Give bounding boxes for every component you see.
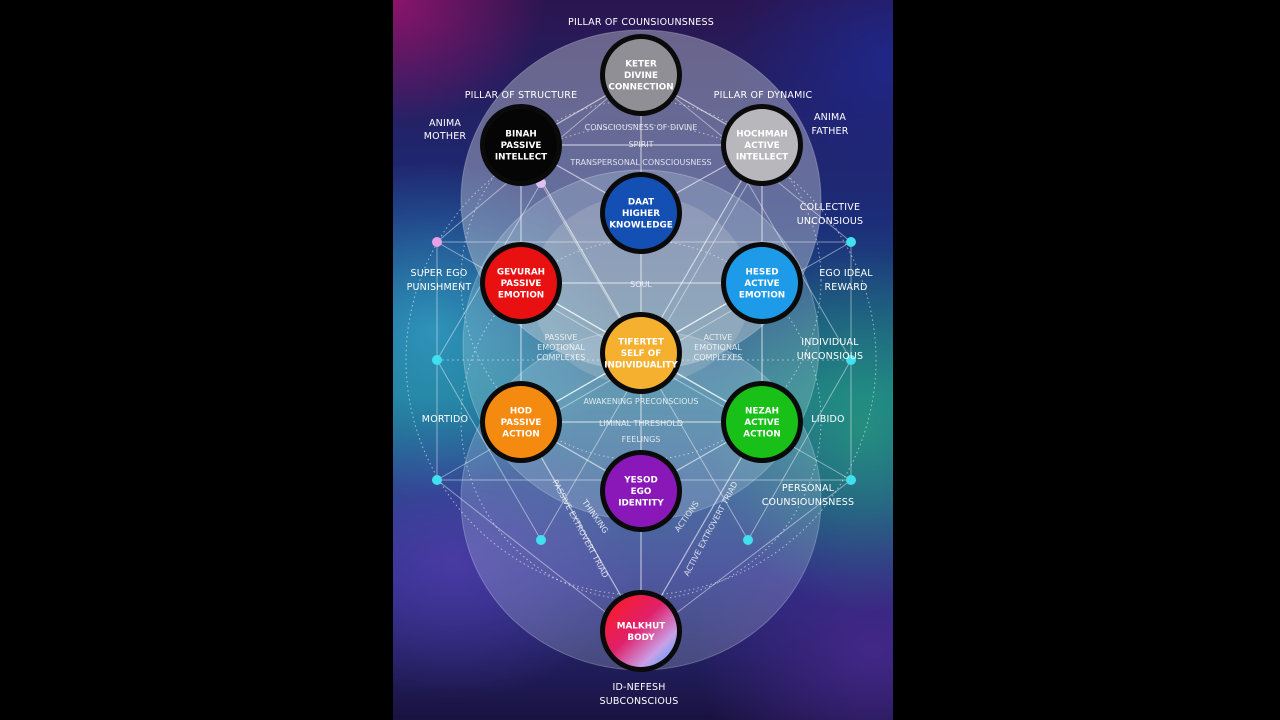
node-daat-fill bbox=[605, 177, 677, 249]
ego-ideal-label-2: REWARD bbox=[824, 282, 867, 293]
active-complexes-label-1: ACTIVE bbox=[704, 333, 733, 342]
node-tifertet-line-1: SELF OF bbox=[621, 349, 662, 359]
node-daat-line-2: KNOWLEDGE bbox=[609, 221, 673, 231]
node-nezah-line-1: ACTIVE bbox=[744, 418, 779, 428]
awakening-label: AWAKENING PRECONSCIOUS bbox=[584, 397, 699, 406]
node-hochmah-line-2: INTELLECT bbox=[736, 153, 788, 163]
id-nefesh-label-1: ID-NEFESH bbox=[612, 682, 665, 693]
spirit-label: SPIRIT bbox=[628, 140, 653, 149]
node-hochmah-line-1: ACTIVE bbox=[744, 141, 779, 151]
mortido-label: MORTIDO bbox=[422, 414, 468, 425]
pillar-consciousness-label: PILLAR OF COUNSIOUNSNESS bbox=[568, 17, 714, 28]
node-gevurah-line-0: GEVURAH bbox=[497, 268, 545, 278]
transpersonal-label: TRANSPERSONAL CONSCIOUSNESS bbox=[569, 158, 711, 167]
tree-of-life-diagram: CONSCIOUSNESS OF DIVINE SPIRIT TRANSPERS… bbox=[405, 17, 877, 707]
outer-labels: PILLAR OF COUNSIOUNSNESS PILLAR OF STRUC… bbox=[407, 17, 874, 707]
active-complexes-label-3: COMPLEXES bbox=[694, 353, 743, 362]
sephirot-nodes: KETERDIVINECONNECTIONBINAHPASSIVEINTELLE… bbox=[480, 34, 803, 672]
node-yesod-fill bbox=[605, 455, 677, 527]
node-keter-line-2: CONNECTION bbox=[608, 83, 673, 93]
node-nezah-line-2: ACTION bbox=[743, 430, 780, 440]
pillar-structure-label: PILLAR OF STRUCTURE bbox=[465, 90, 578, 101]
node-malkhut-fill bbox=[605, 595, 677, 667]
node-hesed-line-0: HESED bbox=[745, 268, 778, 278]
node-tifertet-line-2: INDIVIDUALITY bbox=[604, 361, 678, 371]
node-yesod-line-2: IDENTITY bbox=[618, 499, 664, 509]
node-binah-fill bbox=[485, 109, 557, 181]
dotted-circles bbox=[405, 99, 877, 601]
node-daat-line-1: HIGHER bbox=[622, 209, 660, 219]
node-nezah-line-0: NEZAH bbox=[745, 407, 779, 417]
node-keter-line-0: KETER bbox=[625, 60, 657, 70]
passive-complexes-label-1: PASSIVE bbox=[545, 333, 578, 342]
node-hesed-fill bbox=[726, 247, 798, 319]
node-malkhut-line-0: MALKHUT bbox=[617, 621, 666, 631]
node-binah-line-0: BINAH bbox=[505, 130, 537, 140]
node-yesod-line-1: EGO bbox=[631, 487, 652, 497]
node-daat-line-0: DAAT bbox=[628, 198, 654, 208]
active-complexes-label-2: EMOTIONAL bbox=[694, 343, 742, 352]
node-malkhut-line-1: BODY bbox=[627, 633, 655, 643]
personal-label-2: COUNSIOUNSNESS bbox=[762, 497, 855, 508]
individual-label-1: INDIVIDUAL bbox=[801, 337, 859, 348]
libido-label: LIBIDO bbox=[811, 414, 844, 425]
ego-ideal-label-1: EGO IDEAL bbox=[819, 268, 873, 279]
node-hochmah-line-0: HOCHMAH bbox=[736, 130, 788, 140]
id-nefesh-label-2: SUBCONSCIOUS bbox=[600, 696, 679, 707]
node-hod-fill bbox=[485, 386, 557, 458]
node-tifertet-fill bbox=[605, 317, 677, 389]
soul-label: SOUL bbox=[630, 280, 652, 289]
collective-label-2: UNCONSIOUS bbox=[797, 216, 864, 227]
node-hesed-line-2: EMOTION bbox=[739, 291, 785, 301]
liminal-label: LIMINAL THRESHOLD bbox=[599, 419, 683, 428]
tree-of-life-poster: CONSCIOUSNESS OF DIVINE SPIRIT TRANSPERS… bbox=[393, 0, 893, 720]
node-binah-line-2: INTELLECT bbox=[495, 153, 547, 163]
anima-mother-label-2: MOTHER bbox=[424, 131, 467, 142]
node-gevurah-line-1: PASSIVE bbox=[501, 279, 542, 289]
node-yesod-line-0: YESOD bbox=[623, 476, 658, 486]
anima-mother-label-1: ANIMA bbox=[429, 118, 461, 129]
node-nezah-fill bbox=[726, 386, 798, 458]
node-hochmah-fill bbox=[726, 109, 798, 181]
pillar-dynamic-label: PILLAR OF DYNAMIC bbox=[714, 90, 813, 101]
collective-label-1: COLLECTIVE bbox=[800, 202, 860, 213]
passive-complexes-label-3: COMPLEXES bbox=[537, 353, 586, 362]
node-hod-line-2: ACTION bbox=[502, 430, 539, 440]
node-tifertet-line-0: TIFERTET bbox=[618, 338, 664, 348]
node-keter-fill bbox=[605, 39, 677, 111]
node-keter-line-1: DIVINE bbox=[624, 71, 658, 81]
node-hod-line-1: PASSIVE bbox=[501, 418, 542, 428]
node-hesed-line-1: ACTIVE bbox=[744, 279, 779, 289]
consciousness-divine-label: CONSCIOUSNESS OF DIVINE bbox=[585, 123, 698, 132]
node-hod-line-0: HOD bbox=[510, 407, 532, 417]
passive-complexes-label-2: EMOTIONAL bbox=[537, 343, 585, 352]
super-ego-label-2: PUNISHMENT bbox=[407, 282, 472, 293]
feelings-label: FEELINGS bbox=[622, 435, 661, 444]
node-gevurah-line-2: EMOTION bbox=[498, 291, 544, 301]
node-binah-line-1: PASSIVE bbox=[501, 141, 542, 151]
accent-dots bbox=[432, 178, 856, 545]
node-malkhut: MALKHUT BODY bbox=[600, 590, 682, 672]
anima-father-label-1: ANIMA bbox=[814, 112, 846, 123]
super-ego-label-1: SUPER EGO bbox=[411, 268, 468, 279]
personal-label-1: PERSONAL bbox=[782, 483, 835, 494]
node-gevurah-fill bbox=[485, 247, 557, 319]
anima-father-label-2: FATHER bbox=[811, 126, 848, 137]
individual-label-2: UNCONSIOUS bbox=[797, 351, 864, 362]
